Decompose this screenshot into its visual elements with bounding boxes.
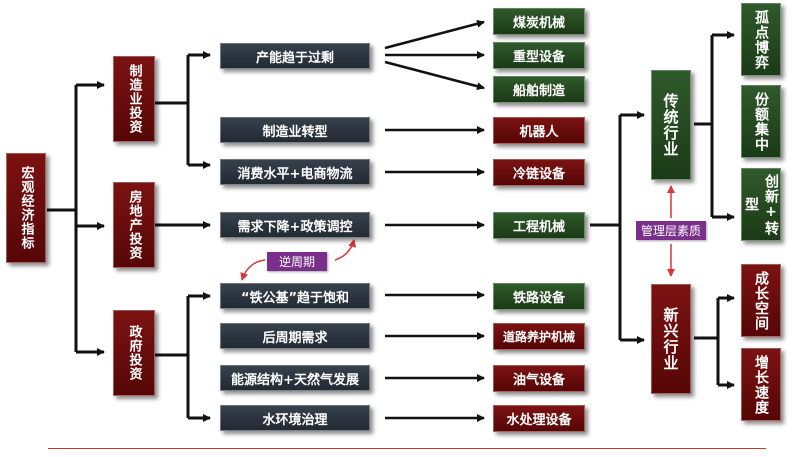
emerging-bracket xyxy=(694,294,735,389)
outcome-share-concentration: 份额集中 xyxy=(741,85,781,158)
equipment-coal-machinery: 煤炭机械 xyxy=(493,8,585,35)
driver-energy: 能源结构+天然气发展 xyxy=(220,365,370,391)
countercyclical-tag: 逆周期 xyxy=(267,252,327,271)
equipment-water-treatment: 水处理设备 xyxy=(493,405,585,432)
sector-manufacturing: 制造业投资 xyxy=(113,56,155,142)
countercyclical-arrows xyxy=(240,239,357,281)
government-bracket xyxy=(155,292,211,422)
driver-consumption: 消费水平+电商物流 xyxy=(220,159,370,185)
sector-real-estate: 房地产投资 xyxy=(113,182,155,268)
driver-arrows xyxy=(384,19,485,422)
equipment-cold-chain: 冷链设备 xyxy=(493,159,585,186)
outcome-innovation: 创新+转型 xyxy=(741,168,781,241)
management-quality-tag: 管理层素质 xyxy=(636,221,706,240)
manufacturing-bracket xyxy=(155,51,211,169)
equipment-oil-gas: 油气设备 xyxy=(493,365,585,392)
driver-rail: “铁公基”趋于饱和 xyxy=(220,283,370,309)
equipment-heavy: 重型设备 xyxy=(493,42,585,69)
outcome-growth-speed: 增长速度 xyxy=(741,348,781,421)
sector-government: 政府投资 xyxy=(113,310,155,396)
equipment-engineering: 工程机械 xyxy=(493,212,585,239)
outcome-gamble: 孤点博弈 xyxy=(741,3,781,76)
root-bracket xyxy=(47,81,105,356)
industry-traditional: 传统行业 xyxy=(651,70,691,180)
driver-late-cycle: 后周期需求 xyxy=(220,323,370,349)
root-node: 宏观经济指标 xyxy=(6,153,46,263)
equipment-robot: 机器人 xyxy=(493,117,585,144)
driver-overcapacity: 产能趋于过剩 xyxy=(220,43,370,69)
equipment-shipbuilding: 船舶制造 xyxy=(493,76,585,103)
industry-bracket xyxy=(590,111,645,344)
driver-demand-policy: 需求下降+政策调控 xyxy=(220,212,370,238)
equipment-railway: 铁路设备 xyxy=(493,283,585,310)
industry-emerging: 新兴行业 xyxy=(651,284,691,394)
traditional-bracket xyxy=(694,31,735,221)
footer-divider xyxy=(48,448,766,449)
equipment-road-maintenance: 道路养护机械 xyxy=(493,323,585,350)
outcome-growth-space: 成长空间 xyxy=(741,264,781,337)
driver-water: 水环境治理 xyxy=(220,405,370,431)
driver-transformation: 制造业转型 xyxy=(220,117,370,143)
